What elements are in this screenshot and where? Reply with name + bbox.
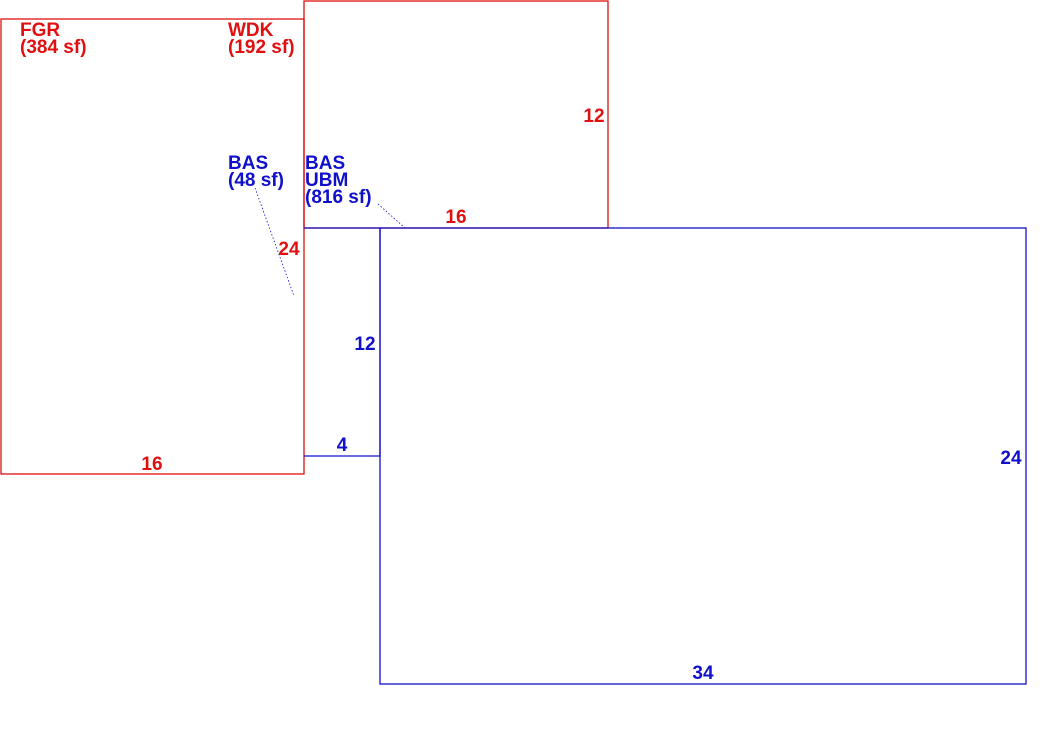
wdk-code-label: WDK bbox=[228, 20, 274, 41]
bas-small-area-label: (48 sf) bbox=[228, 170, 284, 191]
bas-ubm-code2-label: UBM bbox=[305, 170, 348, 191]
bas-small-leader bbox=[254, 187, 295, 297]
dim-bas-small-left: 12 bbox=[354, 334, 375, 355]
dim-fgr-right: 24 bbox=[278, 239, 300, 260]
dim-wdk-right: 12 bbox=[583, 106, 604, 127]
dim-fgr-bottom: 16 bbox=[141, 454, 162, 475]
dim-main-bottom: 34 bbox=[692, 663, 714, 684]
fgr-area-label: (384 sf) bbox=[20, 37, 87, 58]
bas-ubm-code-label: BAS bbox=[305, 153, 345, 174]
fgr-outline bbox=[0, 18, 305, 475]
fgr-code-label: FGR bbox=[20, 20, 60, 41]
bas-ubm-area-label: (816 sf) bbox=[305, 187, 372, 208]
bas-main-outline bbox=[379, 227, 1027, 685]
dim-bas-small-bottom: 4 bbox=[337, 435, 348, 456]
dim-main-right: 24 bbox=[1000, 448, 1022, 469]
bas-ubm-leader bbox=[377, 203, 406, 229]
dim-wdk-bottom: 16 bbox=[445, 207, 466, 228]
wdk-area-label: (192 sf) bbox=[228, 37, 295, 58]
bas-small-code-label: BAS bbox=[228, 153, 268, 174]
